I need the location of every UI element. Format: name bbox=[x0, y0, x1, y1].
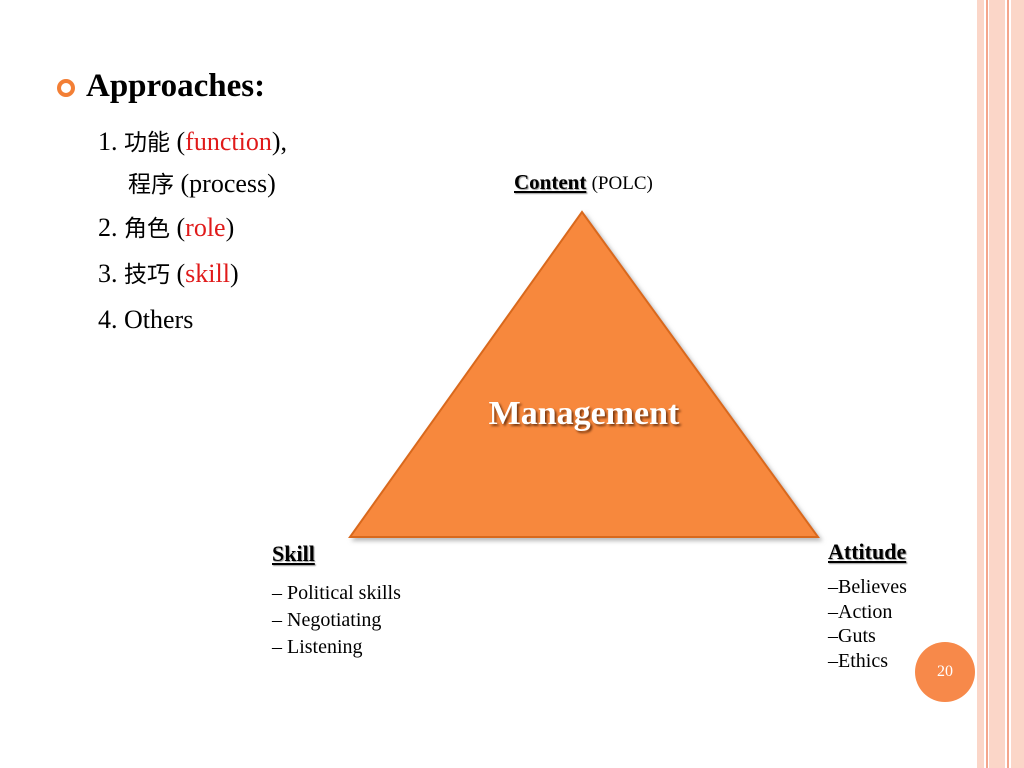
item-number: 2. bbox=[98, 213, 118, 242]
list-item: –Ethics bbox=[828, 649, 888, 672]
list-item: 3. 技巧 (skill) bbox=[98, 259, 239, 288]
item-number: 4. bbox=[98, 305, 118, 334]
list-item: – Political skills bbox=[272, 582, 401, 604]
center-label: Management bbox=[488, 395, 680, 432]
item-number: 3. bbox=[98, 259, 118, 288]
item-chinese: 程序 bbox=[128, 172, 174, 198]
item-english: role bbox=[185, 213, 226, 242]
decor-stripe bbox=[977, 0, 984, 768]
item-chinese: 角色 bbox=[124, 216, 170, 242]
list-item: 4. Others bbox=[98, 304, 193, 336]
decor-line bbox=[1007, 0, 1009, 768]
list-item: – Negotiating bbox=[272, 609, 382, 631]
skill-list: – Political skills – Negotiating – Liste… bbox=[272, 580, 401, 661]
item-chinese: 功能 bbox=[124, 130, 170, 156]
list-item: –Action bbox=[828, 600, 893, 623]
item-english: Others bbox=[124, 305, 194, 334]
slide-heading: Approaches: bbox=[86, 68, 266, 104]
item-english: process bbox=[189, 169, 268, 198]
triangle-shape bbox=[348, 210, 820, 538]
decor-stripe bbox=[1011, 0, 1024, 768]
decor-stripe bbox=[989, 0, 1005, 768]
page-number: 20 bbox=[915, 642, 975, 702]
item-english: function bbox=[185, 127, 272, 156]
item-english: skill bbox=[185, 259, 230, 288]
content-title: Content bbox=[514, 170, 587, 194]
list-item: –Guts bbox=[828, 625, 876, 647]
bullet-icon bbox=[57, 79, 75, 97]
attitude-title: Attitude bbox=[828, 539, 907, 564]
attitude-list: –Believes –Action –Guts –Ethics bbox=[828, 575, 907, 673]
item-chinese: 技巧 bbox=[124, 262, 170, 288]
content-subtitle: (POLC) bbox=[591, 173, 653, 194]
list-item: 1. 功能 (function), bbox=[98, 127, 287, 156]
list-item: 程序 (process) bbox=[128, 169, 276, 198]
skill-title: Skill bbox=[272, 541, 315, 566]
decor-line bbox=[986, 0, 988, 768]
item-number: 1. bbox=[98, 127, 118, 156]
list-item: – Listening bbox=[272, 636, 363, 658]
content-label: Content (POLC) bbox=[514, 170, 653, 195]
list-item: 2. 角色 (role) bbox=[98, 213, 235, 242]
list-item: –Believes bbox=[828, 576, 907, 598]
